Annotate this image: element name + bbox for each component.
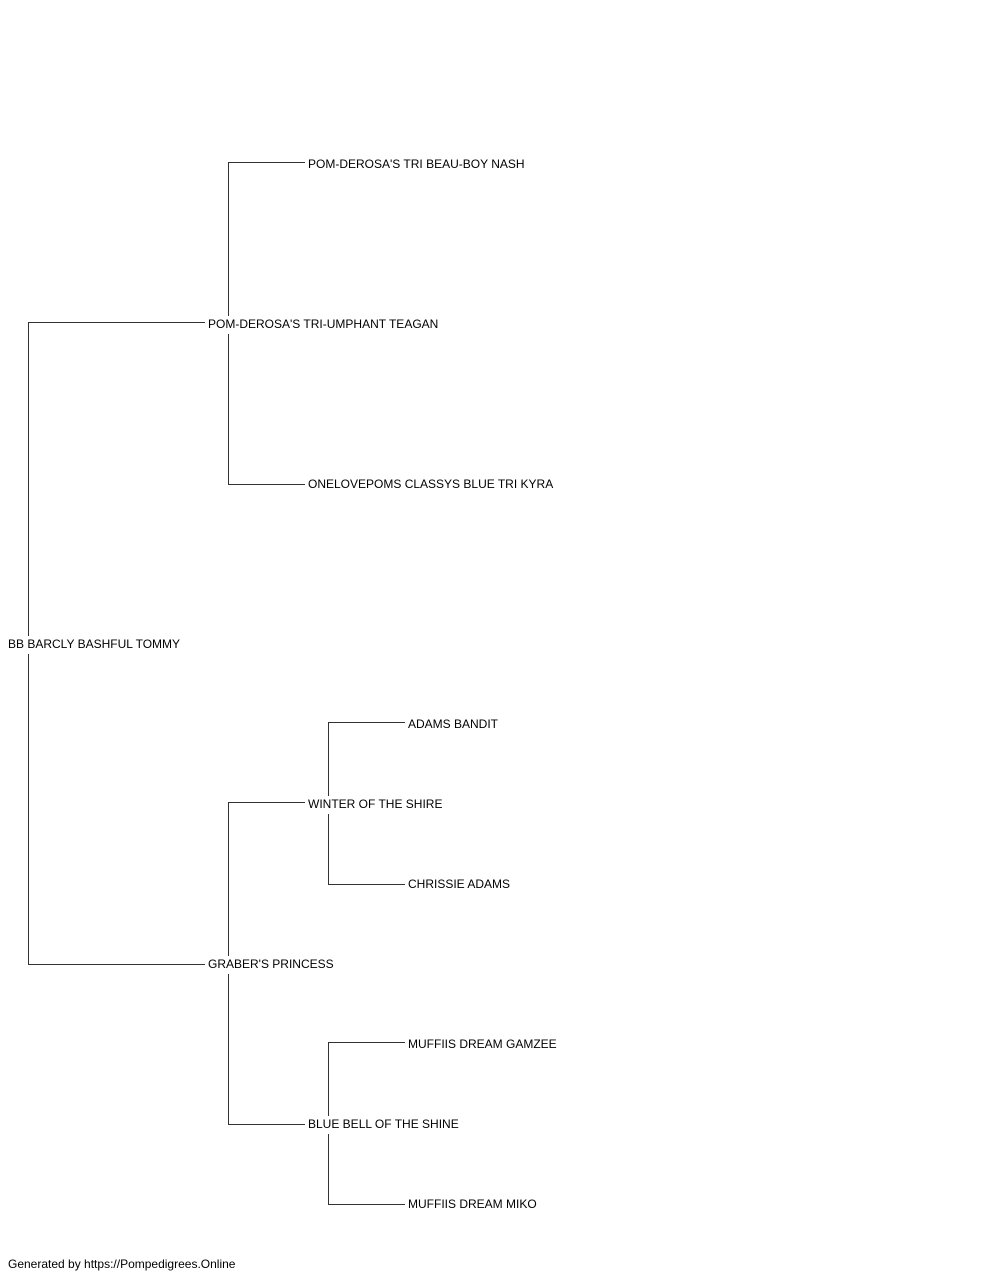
connector-subject-sire (28, 322, 205, 636)
connector-dam-sire-dam (328, 814, 405, 885)
subject-name: BB BARCLY BASHFUL TOMMY (8, 637, 183, 651)
sire-name: POM-DEROSA'S TRI-UMPHANT TEAGAN (208, 317, 441, 331)
dam-sire-name: WINTER OF THE SHIRE (308, 797, 445, 811)
dam-sire-sire-name: ADAMS BANDIT (408, 717, 501, 731)
connector-dam-dam-sire (328, 1042, 405, 1116)
dam-dam-sire-name: MUFFIIS DREAM GAMZEE (408, 1037, 559, 1051)
connector-sire-sire (228, 162, 305, 316)
connector-subject-dam (28, 654, 205, 965)
sire-sire-name: POM-DEROSA'S TRI BEAU-BOY NASH (308, 157, 527, 171)
connector-dam-sire-sire (328, 722, 405, 796)
sire-dam-name: ONELOVEPOMS CLASSYS BLUE TRI KYRA (308, 477, 556, 491)
connector-dam-sire (228, 802, 305, 956)
dam-dam-dam-name: MUFFIIS DREAM MIKO (408, 1197, 539, 1211)
connector-dam-dam (228, 974, 305, 1125)
dam-name: GRABER'S PRINCESS (208, 957, 336, 971)
dam-dam-name: BLUE BELL OF THE SHINE (308, 1117, 461, 1131)
connector-dam-dam-dam (328, 1134, 405, 1205)
connector-sire-dam (228, 334, 305, 485)
generated-by-footer: Generated by https://Pompedigrees.Online (8, 1257, 236, 1271)
dam-sire-dam-name: CHRISSIE ADAMS (408, 877, 513, 891)
